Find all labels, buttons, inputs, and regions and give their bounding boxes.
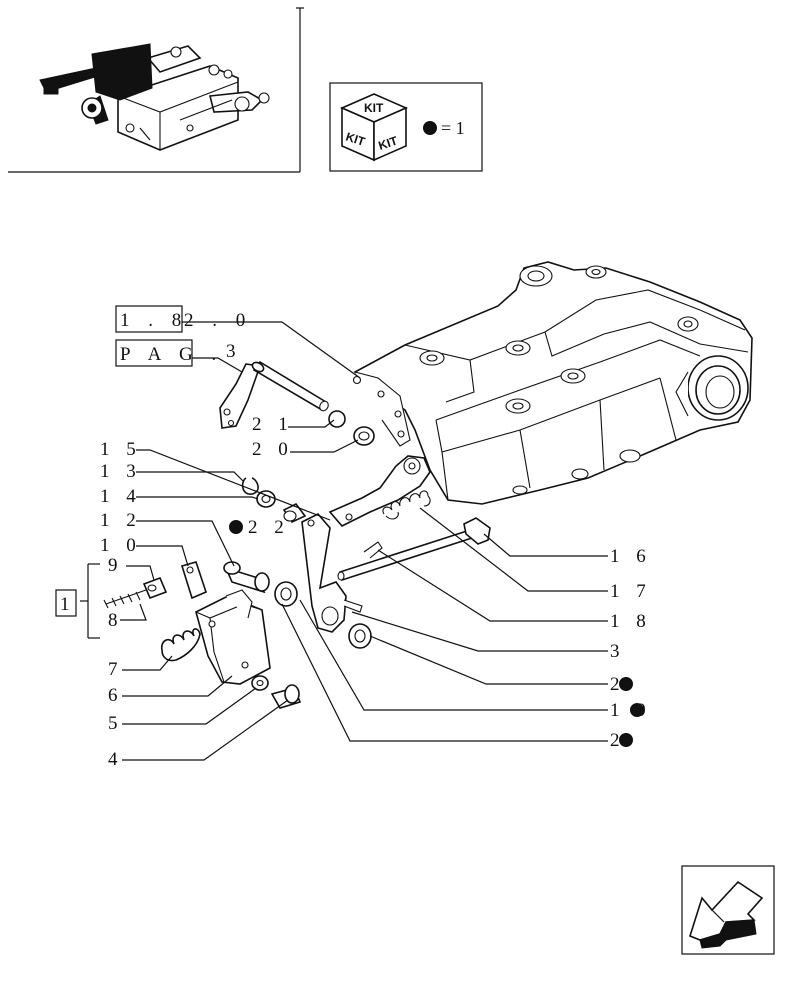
callout-20: 2 0 bbox=[252, 439, 294, 460]
callout-5: 5 bbox=[108, 713, 124, 734]
part-6-mounting-bracket bbox=[195, 589, 271, 685]
part-22-pin bbox=[282, 502, 307, 524]
assembly-thumbnail-icon bbox=[39, 43, 270, 151]
part-16-block bbox=[463, 517, 491, 545]
group-ref-boxed: 1 . 8 bbox=[120, 310, 188, 331]
kit-label-right: KIT bbox=[377, 133, 400, 152]
part-3-lever-bracket bbox=[219, 360, 329, 429]
part-15-lever bbox=[328, 455, 431, 527]
callout-10: 1 0 bbox=[100, 535, 142, 556]
kit-label-left: KIT bbox=[344, 130, 367, 149]
callout-22: 2 2 bbox=[248, 517, 290, 538]
kit-marker-2-lower bbox=[619, 733, 633, 747]
callout-3-right: 3 bbox=[610, 641, 626, 662]
page-ref: P A G . bbox=[120, 344, 223, 365]
callout-13: 1 3 bbox=[100, 461, 142, 482]
kit-marker-19 bbox=[630, 703, 644, 717]
callout-16: 1 6 bbox=[610, 546, 652, 567]
kit-marker-22 bbox=[229, 520, 243, 534]
kit-legend: KIT KIT KIT = 1 bbox=[329, 82, 483, 172]
previous-page-button[interactable] bbox=[681, 865, 775, 955]
kit-cube-icon: KIT KIT KIT bbox=[340, 93, 408, 162]
callout-17: 1 7 bbox=[610, 581, 652, 602]
previous-page-arrow-icon bbox=[689, 880, 764, 949]
lift-housing bbox=[352, 261, 753, 505]
part-2-roller-upper bbox=[274, 581, 298, 607]
black-dot-icon bbox=[423, 121, 437, 135]
callout-18: 1 8 bbox=[610, 611, 652, 632]
part-4-bolt bbox=[270, 684, 302, 709]
callout-21: 2 1 bbox=[252, 414, 294, 435]
part-9-nut bbox=[142, 576, 168, 600]
callout-8: 8 bbox=[108, 610, 124, 631]
part-10-bracket bbox=[180, 561, 207, 600]
part-3-lever-arm bbox=[301, 513, 363, 633]
leader-lines bbox=[80, 321, 608, 761]
callout-14: 1 4 bbox=[100, 486, 142, 507]
callout-7: 7 bbox=[108, 659, 124, 680]
callout-2-upper: 2 bbox=[610, 674, 626, 695]
part-14-washer bbox=[256, 490, 276, 508]
callout-15: 1 5 bbox=[100, 439, 142, 460]
part-18-rod bbox=[337, 528, 473, 582]
part-21-ring bbox=[328, 410, 346, 428]
part-19-roller-lower bbox=[348, 623, 372, 649]
assembly-reference-link[interactable]: 1 bbox=[55, 589, 77, 617]
group-ref-suffix: 2 . 0 bbox=[184, 310, 252, 331]
callout-12: 1 2 bbox=[100, 510, 142, 531]
page-reference-link[interactable]: P A G . bbox=[115, 339, 223, 367]
kit-label-top: KIT bbox=[364, 101, 384, 115]
group-reference-link[interactable]: 1 . 8 2 . 0 bbox=[115, 305, 252, 333]
callout-labels: 3 2 1 2 0 1 5 1 3 1 4 2 2 1 2 1 0 9 8 7 … bbox=[100, 341, 652, 770]
part-12-sleeve bbox=[223, 561, 270, 594]
callout-6: 6 bbox=[108, 685, 124, 706]
part-20-circlip bbox=[353, 426, 375, 446]
part-8-screw bbox=[103, 589, 147, 609]
part-17-spring bbox=[382, 490, 431, 520]
assembly-ref: 1 bbox=[60, 594, 77, 615]
kit-equals-text: = 1 bbox=[441, 118, 465, 138]
callout-9: 9 bbox=[108, 555, 124, 576]
part-5-washer bbox=[251, 675, 269, 691]
kit-marker-2-upper bbox=[619, 677, 633, 691]
callout-2-lower: 2 bbox=[610, 730, 626, 751]
callout-3-top: 3 bbox=[226, 341, 242, 362]
part-7-spring bbox=[160, 628, 201, 662]
callout-4: 4 bbox=[108, 749, 124, 770]
overview-thumbnail[interactable] bbox=[8, 7, 304, 173]
